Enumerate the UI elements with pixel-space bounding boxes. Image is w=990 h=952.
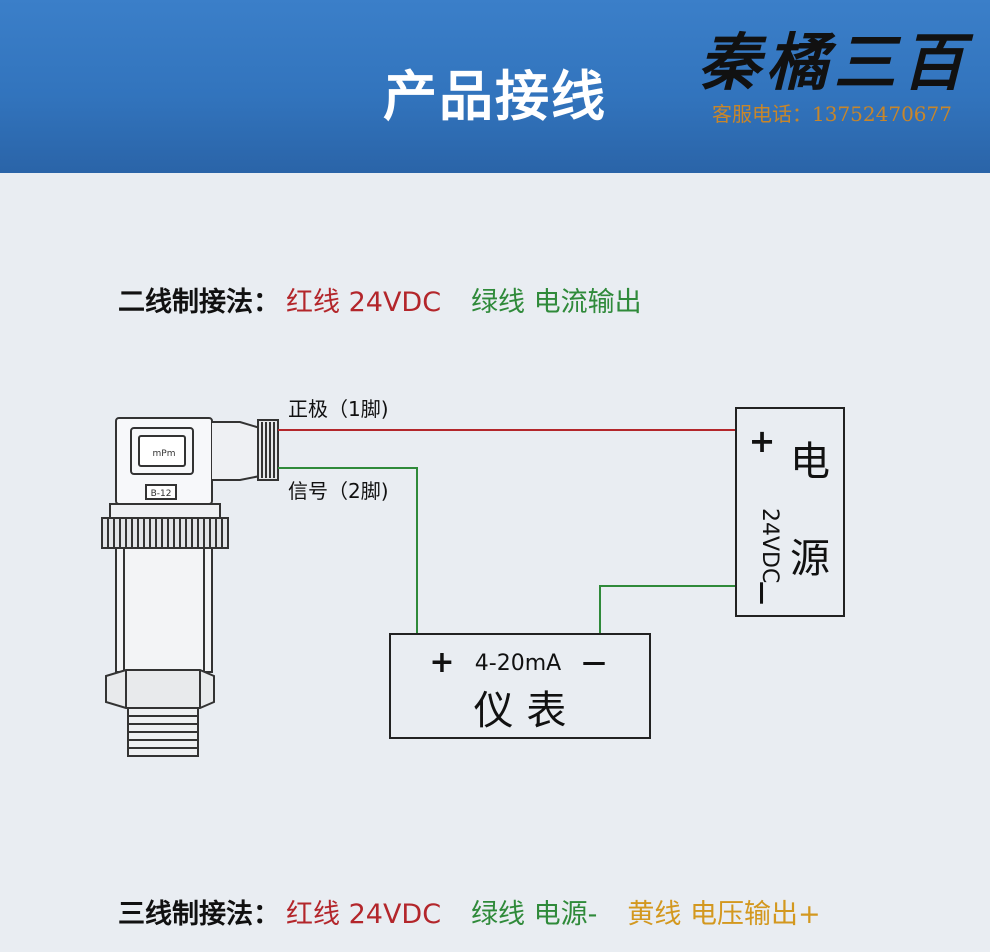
phone-contact: 客服电话：13752470677 (712, 102, 952, 126)
page-title: 产品接线 (383, 65, 607, 128)
power-plus-sign: + (749, 422, 776, 460)
power-voltage: 24VDC (757, 508, 782, 583)
three-wire-yellow: 黄线 电压输出+ (627, 899, 821, 930)
meter-range: 4-20mA (475, 651, 561, 676)
pressure-sensor (101, 417, 279, 757)
pin2-label: 信号（2脚) (288, 479, 389, 503)
two-wire-green: 绿线 电流输出 (471, 287, 642, 318)
power-supply-box (735, 407, 845, 617)
two-wire-red: 红线 24VDC (286, 287, 442, 318)
meter-minus-sign: — (582, 648, 606, 676)
three-wire-rule: 三线制接法：红线 24VDC 绿线 电源- 黄线 电压输出+ (118, 892, 827, 931)
power-char-2: 源 (790, 536, 830, 582)
green-wire-return (599, 585, 736, 634)
pin1-label: 正极（1脚) (288, 397, 389, 421)
two-wire-rule: 二线制接法：红线 24VDC 绿线 电流输出 (118, 280, 648, 319)
green-wire-signal (278, 467, 418, 634)
power-char-1: 电 (790, 439, 830, 485)
three-wire-red: 红线 24VDC (286, 899, 442, 930)
meter-box (389, 633, 651, 739)
header-banner: 产品接线 秦橘三百 客服电话：13752470677 (0, 0, 990, 173)
sensor-plate-label: B-12 (151, 489, 172, 499)
power-minus-sign: — (749, 581, 777, 605)
meter-name: 仪 表 (474, 688, 567, 734)
meter-plus-sign: + (429, 645, 454, 680)
brand-logo: 秦橘三百 (698, 26, 971, 99)
three-wire-label: 三线制接法： (118, 899, 280, 930)
sensor-top-label: mPm (153, 449, 176, 459)
two-wire-label: 二线制接法： (118, 287, 280, 318)
three-wire-green: 绿线 电源- (471, 899, 598, 930)
